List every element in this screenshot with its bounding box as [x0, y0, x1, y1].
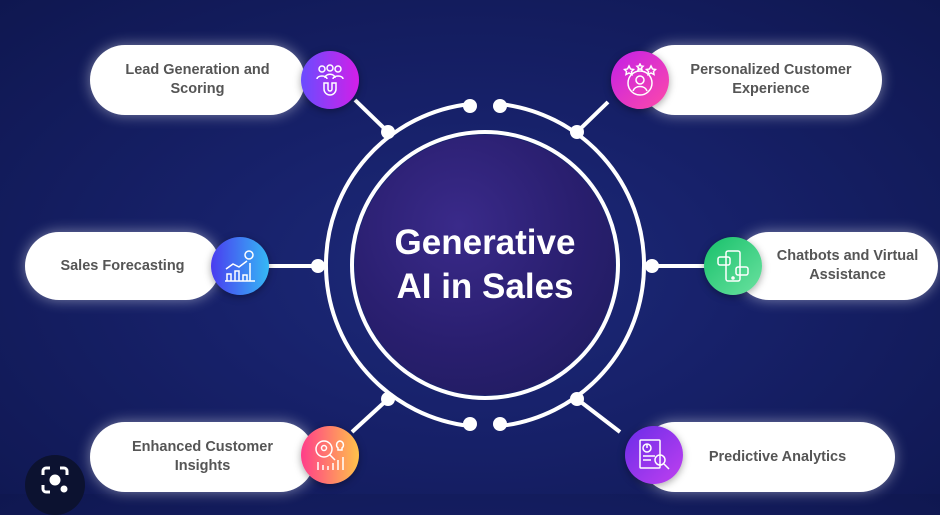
inner-ring: [350, 130, 620, 400]
node-dot: [463, 99, 477, 113]
item-personalized-experience: Personalized Customer Experience: [640, 45, 882, 115]
chart-forecast-icon: [211, 237, 269, 295]
item-label: Predictive Analytics: [708, 448, 847, 465]
outer-ring-left: [324, 102, 471, 428]
item-label: Sales Forecasting: [60, 257, 185, 274]
item-label: Lead Generation and Scoring: [125, 62, 270, 97]
item-enhanced-insights: Enhanced Customer Insights: [90, 422, 315, 492]
title-line-1: Generative: [394, 223, 576, 262]
item-sales-forecasting: Sales Forecasting: [25, 232, 220, 300]
lens-search-button[interactable]: [25, 455, 85, 515]
insights-icon: [301, 426, 359, 484]
node-dot: [463, 417, 477, 431]
customer-stars-icon: [611, 51, 669, 109]
chatbot-phone-icon: [704, 237, 762, 295]
item-lead-generation: Lead Generation and Scoring: [90, 45, 305, 115]
leads-magnet-icon: [301, 51, 359, 109]
node-dot: [493, 99, 507, 113]
node-dot: [381, 392, 395, 406]
node-dot: [493, 417, 507, 431]
node-dot: [381, 125, 395, 139]
item-chatbots: Chatbots and Virtual Assistance: [735, 232, 938, 300]
outer-ring-right: [499, 102, 646, 428]
title-line-2: AI in Sales: [396, 267, 574, 306]
item-label: Enhanced Customer Insights: [132, 439, 273, 474]
node-dot: [645, 259, 659, 273]
analytics-report-icon: [625, 426, 683, 484]
node-dot: [311, 259, 325, 273]
connector-diagram: [0, 0, 940, 494]
node-dot: [570, 392, 584, 406]
item-label: Chatbots and Virtual Assistance: [776, 248, 919, 283]
node-dot: [570, 125, 584, 139]
camera-search-icon: [41, 466, 69, 494]
center-title: Generative AI in Sales: [355, 135, 615, 395]
item-label: Personalized Customer Experience: [690, 62, 852, 97]
